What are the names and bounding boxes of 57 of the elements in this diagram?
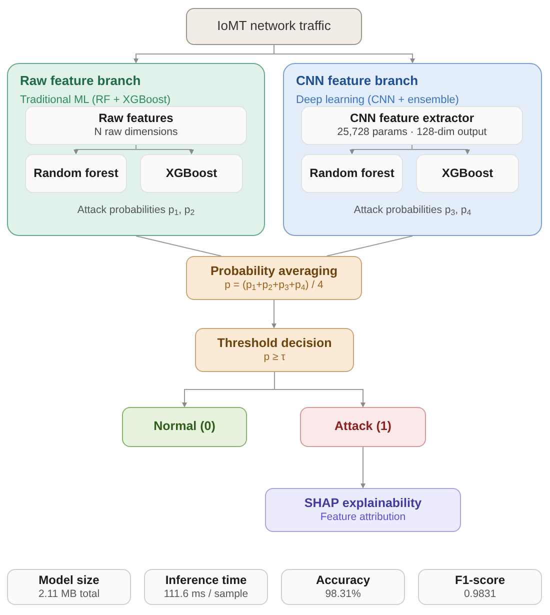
box-subtitle: Feature attribution (320, 511, 406, 524)
branch-title: Raw feature branch (20, 73, 141, 88)
box-title: Inference time (165, 572, 247, 588)
connector-arrow (274, 44, 415, 64)
branch-title: CNN feature branch (296, 73, 418, 88)
box-subtitle: 25,728 params · 128-dim output (337, 126, 487, 140)
connector-arrow (272, 300, 276, 328)
box-subtitle: N raw dimensions (94, 126, 178, 140)
connector-line (326, 236, 413, 256)
metric-card (144, 569, 268, 605)
connector-line (136, 236, 222, 256)
box-subtitle: 98.31% (325, 588, 361, 602)
process-box (25, 106, 247, 145)
process-box (265, 488, 461, 532)
metric-card (281, 569, 405, 605)
box-subtitle: 0.9831 (464, 588, 496, 602)
box-subtitle: p = (p$_{1}$+p$_{2}$+p$_{3}$+p$_{4}$) / 4 (224, 279, 324, 292)
box-title: Model size (38, 572, 100, 588)
output-note: Attack probabilities p$_{1}$, p$_{2}$ (77, 204, 195, 216)
connector-arrow (412, 144, 470, 154)
box-title: Normal (0) (154, 419, 216, 435)
box-title: F1-score (454, 572, 506, 588)
process-box (301, 106, 523, 145)
box-subtitle: p ≥ τ (264, 351, 286, 364)
branch-panel (283, 63, 542, 236)
process-box (195, 328, 354, 372)
process-box (301, 154, 403, 193)
branch-subtitle: Traditional ML (RF + XGBoost) (20, 94, 170, 106)
connector-arrow (274, 372, 366, 408)
box-subtitle: 2.11 MB total (38, 588, 100, 602)
box-title: CNN feature extractor (350, 111, 474, 126)
connector-arrow (136, 144, 194, 154)
output-note: Attack probabilities p$_{3}$, p$_{4}$ (354, 204, 472, 216)
box-title: Threshold decision (217, 336, 332, 352)
branch-panel (7, 63, 265, 236)
box-title: Attack (1) (334, 419, 392, 435)
process-box (140, 154, 243, 193)
box-subtitle: 111.6 ms / sample (164, 588, 248, 602)
box-title: XGBoost (442, 166, 494, 181)
box-title: XGBoost (166, 166, 218, 181)
metric-card (7, 569, 131, 605)
branch-subtitle: Deep learning (CNN + ensemble) (296, 94, 459, 106)
connector-arrow (360, 446, 366, 488)
source-box (186, 8, 362, 45)
box-title: Random forest (34, 166, 118, 181)
box-title: Raw features (98, 111, 174, 126)
box-title: IoMT network traffic (217, 18, 331, 35)
box-title: Probability averaging (210, 264, 338, 280)
box-title: SHAP explainability (304, 496, 422, 512)
result-box (122, 407, 247, 447)
box-title: Random forest (310, 166, 394, 181)
metric-card (418, 569, 542, 605)
box-title: Accuracy (316, 572, 370, 588)
process-box (25, 154, 127, 193)
process-box (186, 256, 362, 300)
result-box (300, 407, 426, 447)
process-box (416, 154, 519, 193)
